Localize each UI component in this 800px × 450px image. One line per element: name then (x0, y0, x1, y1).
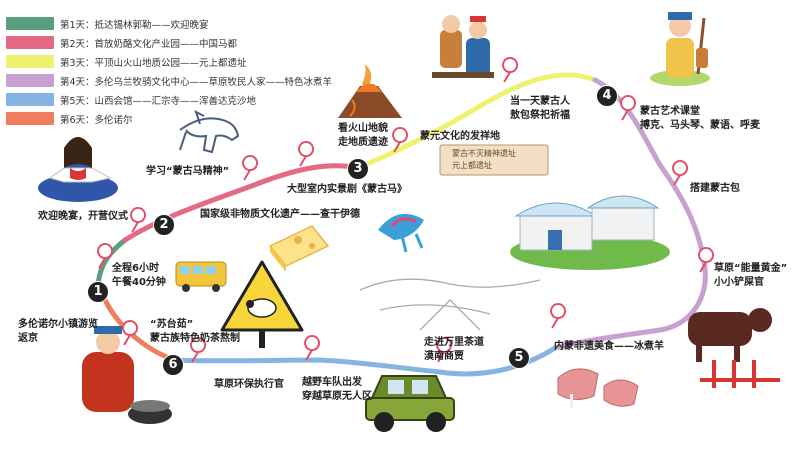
legend-item-day4: 第4天：多伦乌兰牧骑文化中心——草原牧民人家——特色冰煮羊 (6, 73, 332, 88)
jeep-illustration (365, 375, 455, 432)
label-return-line1: 多伦诺尔小镇游览 (18, 319, 98, 330)
pin-marker (304, 335, 321, 361)
legend-item-day6: 第6天：多伦诺尔 (6, 111, 133, 126)
label-art-class-line2: 搏克、马头琴、蒙语、呼麦 (640, 120, 760, 131)
horse-illustration (179, 110, 240, 154)
milk-tea-woman-illustration (82, 326, 172, 424)
pin-marker (698, 247, 715, 273)
volcano-illustration (338, 64, 402, 118)
label-yurt: 搭建蒙古包 (690, 183, 740, 194)
stop-number-6: 6 (162, 354, 184, 376)
cattle-illustration (688, 299, 780, 388)
pin-marker (436, 337, 453, 363)
pin-marker (242, 155, 259, 181)
stop-number-1: 1 (87, 281, 109, 303)
label-drive-time: 全程6小时 午餐40分钟 (112, 262, 166, 290)
stop-number-3: 3 (347, 158, 369, 180)
stop-number-5: 5 (508, 347, 530, 369)
pin-marker (672, 160, 689, 186)
label-art-class: 蒙古艺术课堂 搏克、马头琴、蒙语、呼麦 (640, 105, 760, 133)
label-offroad: 越野车队出发 穿越草原无人区 (302, 376, 372, 404)
label-return: 多伦诺尔小镇游览 返京 (18, 318, 98, 346)
mutton-illustration (557, 368, 639, 408)
legend-swatch (6, 36, 54, 49)
pin-marker (392, 127, 409, 153)
legend-item-day5: 第5天：山西会馆——汇宗寺——浑善达克沙地 (6, 92, 256, 107)
legend-label: 第4天：多伦乌兰牧骑文化中心——草原牧民人家——特色冰煮羊 (60, 76, 333, 88)
yuan-plaque-text: 蒙古不灭精神遗址 元上都遗址 (452, 148, 516, 172)
label-dung: 草原“能量黄金” 小小铲屎官 (714, 262, 787, 290)
label-volcano-line2: 走地质遗迹 (338, 137, 388, 148)
label-tea-line1: 走进万里茶道 (424, 337, 484, 348)
label-sutaijin-line1: “苏台茹” (150, 319, 194, 330)
label-drive-line1: 全程6小时 (112, 263, 159, 274)
label-mongol-day-line1: 当一天蒙古人 (510, 96, 570, 107)
pin-marker (620, 95, 637, 121)
label-yuan: 蒙元文化的发祥地 (420, 131, 500, 142)
label-art-class-line1: 蒙古艺术课堂 (640, 106, 700, 117)
legend-item-day2: 第2天：首放奶酪文化产业园——中国马都 (6, 35, 237, 50)
label-horse-spirit: 学习“蒙古马精神” (146, 166, 230, 177)
legend-label: 第6天：多伦诺尔 (60, 114, 133, 126)
pin-marker (298, 141, 315, 167)
legend-swatch (6, 93, 54, 106)
legend-swatch (6, 74, 54, 87)
label-volcano-line1: 看火山地貌 (338, 123, 388, 134)
pin-marker (550, 303, 567, 329)
stop-number-4: 4 (596, 85, 618, 107)
legend-label: 第3天：平顶山火山地质公园——元上都遗址 (60, 57, 247, 69)
label-drive-line2: 午餐40分钟 (112, 277, 166, 288)
legend-swatch (6, 55, 54, 68)
stop-number-2: 2 (153, 214, 175, 236)
label-dung-line2: 小小铲屎官 (714, 277, 764, 288)
pin-marker (130, 207, 147, 233)
yurt-illustration (510, 195, 670, 270)
musician-illustration (650, 12, 710, 86)
label-welcome: 欢迎晚宴，开营仪式 (38, 211, 128, 222)
label-sutaijin: “苏台茹” 蒙古族特色奶茶熬制 (150, 318, 240, 346)
mongol-people-illustration (432, 15, 494, 78)
label-dung-line1: 草原“能量黄金” (714, 263, 788, 274)
label-food: 内蒙非遗美食——冰煮羊 (554, 341, 664, 352)
legend-label: 第5天：山西会馆——汇宗寺——浑善达克沙地 (60, 95, 257, 107)
label-mongol-day-line2: 敖包祭祀祈福 (510, 110, 570, 121)
label-offroad-line1: 越野车队出发 (302, 377, 362, 388)
route-day4 (552, 77, 708, 351)
pin-marker (122, 320, 139, 346)
route-day5 (172, 345, 558, 377)
welcome-dancer-illustration (38, 137, 118, 202)
legend-swatch (6, 17, 54, 30)
steppe-road-illustration (359, 278, 541, 331)
legend-label: 第1天：抵达锡林郭勒——欢迎晚宴 (60, 19, 209, 31)
label-cheese: 国家级非物质文化遗产——查干伊德 (200, 209, 360, 220)
label-tea-line2: 漠南商贾 (424, 351, 464, 362)
label-eco: 草原环保执行官 (214, 379, 284, 390)
legend-item-day3: 第3天：平顶山火山地质公园——元上都遗址 (6, 54, 247, 69)
legend-item-day1: 第1天：抵达锡林郭勒——欢迎晚宴 (6, 16, 209, 31)
drama-illustration (378, 213, 424, 253)
label-mongol-day: 当一天蒙古人 敖包祭祀祈福 (510, 95, 570, 123)
pin-marker (502, 57, 519, 83)
cheese-illustration (268, 225, 330, 272)
sheep-warning-sign (220, 260, 304, 348)
legend-swatch (6, 112, 54, 125)
label-offroad-line2: 穿越草原无人区 (302, 391, 372, 402)
map-pins (97, 57, 715, 363)
label-return-line2: 返京 (18, 333, 38, 344)
label-drama: 大型室内实景剧《蒙古马》 (287, 184, 407, 195)
label-volcano: 看火山地貌 走地质遗迹 (338, 122, 388, 150)
plaque-line1: 蒙古不灭精神遗址 (452, 149, 516, 158)
yuan-plaque-illustration (439, 144, 549, 176)
legend-label: 第2天：首放奶酪文化产业园——中国马都 (60, 38, 238, 50)
label-tea-road: 走进万里茶道 漠南商贾 (424, 336, 484, 364)
bus-illustration (175, 261, 227, 292)
pin-marker (190, 337, 207, 363)
plaque-line2: 元上都遗址 (452, 161, 492, 170)
pin-marker (97, 243, 114, 269)
label-sutaijin-line2: 蒙古族特色奶茶熬制 (150, 333, 240, 344)
